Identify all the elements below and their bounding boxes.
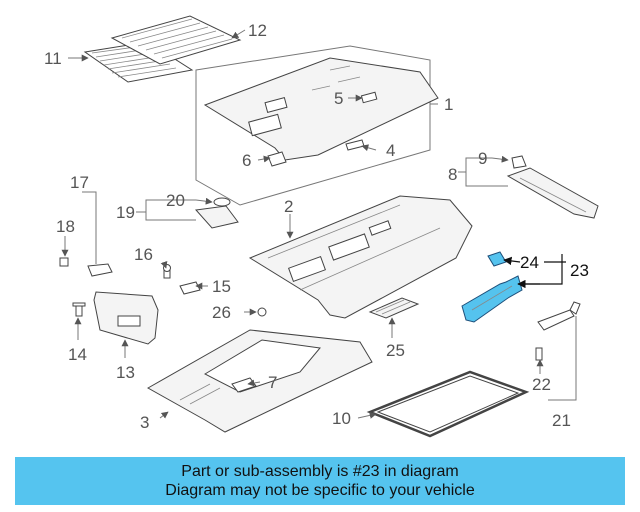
bracket-4 — [345, 139, 365, 151]
screw-22 — [535, 347, 543, 361]
callout-8: 8 — [448, 165, 457, 184]
callout-23: 23 — [570, 261, 589, 280]
lamp-lens-25 — [368, 297, 420, 319]
callout-12: 12 — [248, 21, 267, 40]
diagram-notice-banner: Part or sub-assembly is #23 in diagram D… — [15, 457, 625, 505]
callout-7: 7 — [268, 373, 277, 392]
callout-21: 21 — [552, 411, 571, 430]
callout-20: 20 — [166, 191, 185, 210]
screw-16 — [163, 264, 171, 279]
screw-26 — [257, 307, 267, 317]
headliner-1 — [203, 57, 439, 161]
map-lamp-19 — [195, 205, 239, 229]
sun-visor-13 — [93, 291, 159, 345]
clip-18 — [59, 257, 69, 267]
callout-1: 1 — [444, 95, 453, 114]
callout-5: 5 — [334, 89, 343, 108]
callout-26: 26 — [212, 303, 231, 322]
leader-lines — [61, 29, 577, 419]
cap-9 — [511, 155, 527, 169]
callout-24: 24 — [520, 253, 539, 272]
callout-25: 25 — [386, 341, 405, 360]
headliner-2 — [248, 195, 473, 319]
callout-22: 22 — [532, 375, 551, 394]
callout-4: 4 — [386, 141, 395, 160]
callout-16: 16 — [134, 245, 153, 264]
callout-17: 17 — [70, 173, 89, 192]
callout-13: 13 — [116, 363, 135, 382]
callouts: 1 2 3 4 5 6 7 8 9 10 11 12 13 14 15 16 1… — [44, 21, 589, 432]
callout-2: 2 — [284, 197, 293, 216]
callout-15: 15 — [212, 277, 231, 296]
sunroof-glass-12 — [110, 15, 242, 65]
bulb-20 — [213, 197, 231, 207]
notice-line-part: Part or sub-assembly is #23 in diagram — [181, 463, 459, 480]
trim-8 — [506, 167, 599, 219]
bracket-assembly-23[interactable] — [461, 275, 523, 323]
clip-6 — [267, 151, 287, 167]
callout-11: 11 — [44, 49, 62, 68]
bracket-24[interactable] — [487, 251, 507, 267]
callout-18: 18 — [56, 217, 75, 236]
grab-handle-21 — [537, 301, 581, 331]
callout-10: 10 — [332, 409, 351, 428]
notice-line-disclaimer: Diagram may not be specific to your vehi… — [165, 482, 475, 499]
callout-9: 9 — [478, 149, 487, 168]
screw-14 — [72, 302, 86, 317]
sunroof-seal-10 — [366, 370, 530, 438]
callout-14: 14 — [68, 345, 87, 364]
headliner-3 — [146, 329, 373, 433]
hook-15 — [179, 281, 201, 295]
callout-3: 3 — [140, 413, 149, 432]
visor-holder-17 — [87, 263, 113, 277]
headliner-box-1 — [195, 45, 431, 206]
parts-diagram: 1 2 3 4 5 6 7 8 9 10 11 12 13 14 15 16 1… — [44, 15, 599, 438]
callout-19: 19 — [116, 203, 135, 222]
callout-6: 6 — [242, 151, 251, 170]
